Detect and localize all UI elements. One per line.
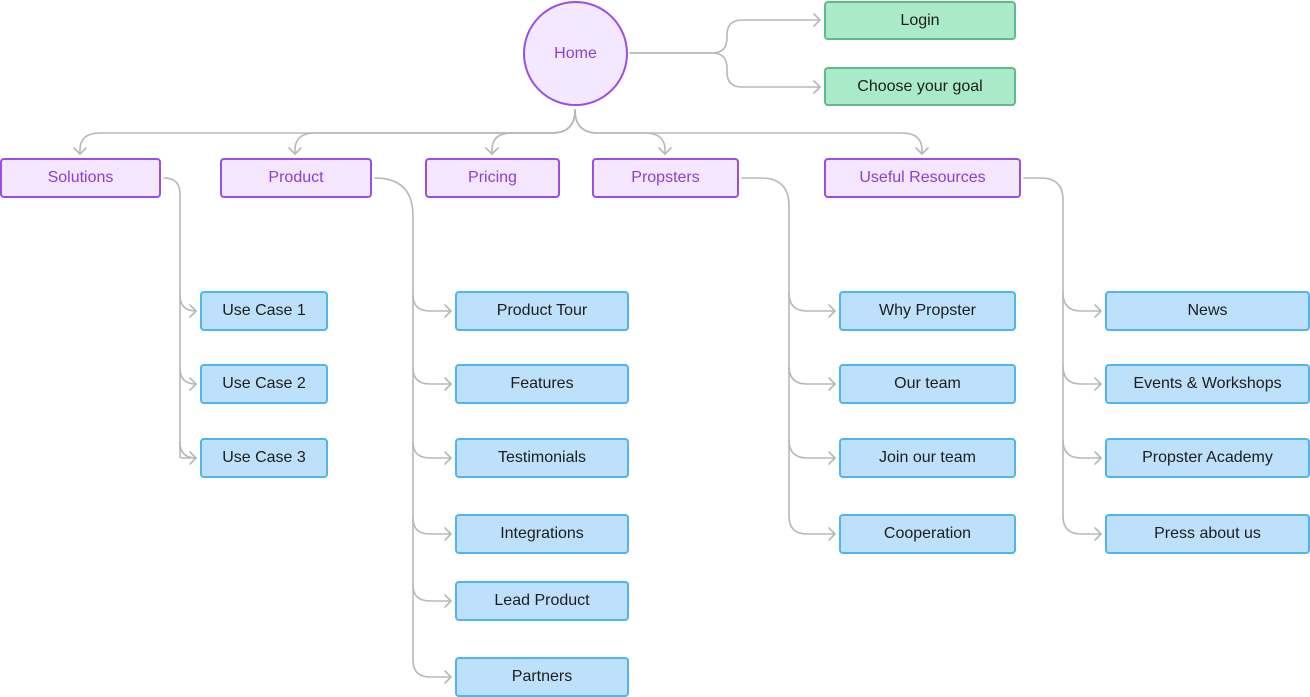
page-news[interactable]: News [1105, 291, 1310, 331]
page-propster-academy[interactable]: Propster Academy [1105, 438, 1310, 478]
login-node[interactable]: Login [824, 1, 1016, 40]
page-events-workshops[interactable]: Events & Workshops [1105, 364, 1310, 404]
page-press-about-us[interactable]: Press about us [1105, 514, 1310, 554]
section-propsters[interactable]: Propsters [592, 158, 739, 198]
page-lead-product[interactable]: Lead Product [455, 581, 629, 621]
page-why-propster[interactable]: Why Propster [839, 291, 1016, 331]
page-cooperation[interactable]: Cooperation [839, 514, 1016, 554]
choose-your-goal-node[interactable]: Choose your goal [824, 67, 1016, 106]
section-pricing[interactable]: Pricing [425, 158, 560, 198]
section-product[interactable]: Product [220, 158, 372, 198]
page-use-case-2[interactable]: Use Case 2 [200, 364, 328, 404]
page-use-case-1[interactable]: Use Case 1 [200, 291, 328, 331]
page-testimonials[interactable]: Testimonials [455, 438, 629, 478]
page-our-team[interactable]: Our team [839, 364, 1016, 404]
page-partners[interactable]: Partners [455, 657, 629, 697]
section-solutions[interactable]: Solutions [0, 158, 161, 198]
page-features[interactable]: Features [455, 364, 629, 404]
page-join-our-team[interactable]: Join our team [839, 438, 1016, 478]
page-use-case-3[interactable]: Use Case 3 [200, 438, 328, 478]
section-useful-resources[interactable]: Useful Resources [824, 158, 1021, 198]
page-product-tour[interactable]: Product Tour [455, 291, 629, 331]
page-integrations[interactable]: Integrations [455, 514, 629, 554]
home-node[interactable]: Home [523, 1, 628, 106]
